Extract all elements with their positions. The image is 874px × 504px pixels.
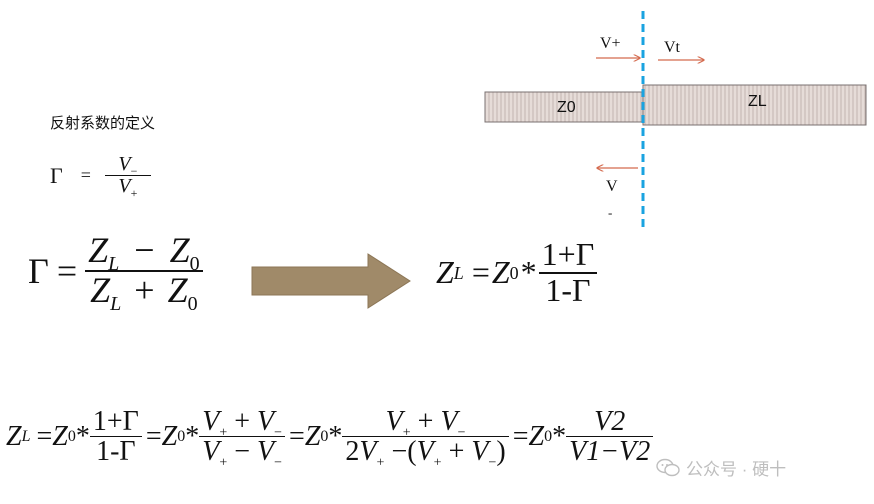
plus-sign: +: [234, 406, 251, 437]
plus-subscript: +: [433, 455, 442, 471]
denominator: 1-Γ: [545, 271, 591, 308]
v2-fraction: V2 V1−V2: [566, 406, 654, 468]
l-subscript: L: [108, 253, 120, 276]
plus-sign: +: [417, 406, 434, 437]
two-coefficient: 2: [345, 436, 360, 468]
minus-sign: −: [134, 230, 155, 270]
numerator: 1+Γ: [541, 236, 595, 272]
zl-label: ZL: [748, 93, 767, 110]
plus-subscript: +: [402, 425, 411, 441]
watermark: 公众号 · 硬十: [656, 455, 786, 480]
minus-sign: −: [391, 436, 408, 468]
v-minus-label: V: [606, 178, 618, 195]
wechat-icon: [656, 458, 680, 476]
z-symbol: Z: [52, 420, 68, 452]
left-paren: (: [407, 436, 417, 468]
impedance-fraction: ZL − Z0 ZL + Z0: [85, 230, 203, 314]
fraction-v-minus-over-v-plus: V− V+: [104, 153, 151, 200]
v-minus-subscript: -: [608, 205, 612, 220]
v-symbol: V: [359, 436, 377, 468]
plus-subscript: +: [219, 455, 228, 471]
gamma-definition: Γ = V− V+: [50, 153, 151, 200]
plus-subscript: +: [130, 186, 138, 200]
equals-sign: =: [36, 420, 53, 452]
gamma-symbol: Γ: [50, 162, 63, 188]
v-symbol: V: [257, 436, 275, 468]
v-symbol: V: [385, 406, 403, 437]
v-symbol: V: [471, 436, 489, 468]
minus-subscript: −: [130, 164, 138, 178]
multiply-sign: *: [75, 420, 90, 452]
v-plus-label: V+: [600, 35, 621, 52]
vt-label: Vt: [664, 39, 681, 56]
transmission-line-diagram: Z0 ZL V+ Vt V -: [484, 11, 867, 232]
numerator: V2: [594, 406, 626, 437]
denominator: 1-Γ: [96, 436, 136, 468]
plus-subscript: +: [219, 425, 228, 441]
plus-subscript: +: [376, 455, 385, 471]
right-arrow-icon: [251, 253, 411, 309]
z-symbol: Z: [436, 254, 454, 291]
z-symbol: Z: [491, 254, 510, 291]
equals-sign: =: [289, 420, 305, 452]
minus-sign: −: [234, 436, 251, 468]
minus-subscript: −: [274, 425, 283, 441]
multiply-sign: *: [328, 420, 343, 452]
z-symbol: Z: [88, 230, 109, 270]
minus-subscript: −: [274, 455, 283, 471]
gamma-formula: Γ = ZL − Z0 ZL + Z0: [28, 230, 203, 314]
plus-sign: +: [448, 436, 465, 468]
equals-sign: =: [80, 165, 91, 185]
multiply-sign: *: [520, 254, 537, 291]
equals-sign: =: [145, 420, 162, 452]
gamma-fraction: 1+Γ 1-Γ: [89, 406, 142, 468]
z-symbol: Z: [167, 269, 188, 310]
minus-subscript: −: [457, 425, 466, 441]
page-title: 反射系数的定义: [50, 115, 156, 132]
v-symbol: V: [118, 175, 131, 197]
z0-label: Z0: [557, 99, 576, 116]
v-symbol: V: [118, 153, 131, 175]
right-paren: ): [496, 436, 506, 468]
z-symbol: Z: [528, 420, 545, 452]
multiply-sign: *: [552, 420, 567, 452]
watermark-text: 公众号 · 硬十: [686, 460, 787, 479]
v-symbol: V: [202, 436, 220, 468]
zero-subscript: 0: [189, 253, 200, 276]
denominator: V1−V2: [569, 436, 651, 468]
v-symbol: V: [416, 436, 434, 468]
zero-subscript: 0: [187, 292, 198, 315]
minus-subscript: −: [488, 455, 497, 471]
numerator: 1+Γ: [92, 406, 139, 437]
equals-sign: =: [471, 254, 490, 291]
z-symbol: Z: [6, 420, 22, 452]
multiply-sign: *: [185, 420, 200, 452]
v-symbol: V: [440, 406, 458, 437]
v-symbol: V: [202, 406, 220, 437]
expanded-voltage-fraction: V+ + V− 2V+ −(V+ + V−): [342, 406, 509, 470]
plus-sign: +: [134, 269, 155, 310]
equals-sign: =: [56, 250, 78, 291]
v-symbol: V: [257, 406, 275, 437]
z-symbol: Z: [161, 420, 178, 452]
gamma-fraction: 1+Γ 1-Γ: [538, 236, 598, 308]
z-symbol: Z: [169, 230, 190, 270]
z-symbol: Z: [304, 420, 321, 452]
voltage-fraction: V+ + V− V+ − V−: [199, 406, 286, 470]
z-symbol: Z: [90, 269, 111, 310]
equals-sign: =: [512, 420, 529, 452]
gamma-symbol: Γ: [28, 250, 49, 291]
l-subscript: L: [110, 292, 122, 315]
zl-line-segment: [642, 84, 867, 126]
